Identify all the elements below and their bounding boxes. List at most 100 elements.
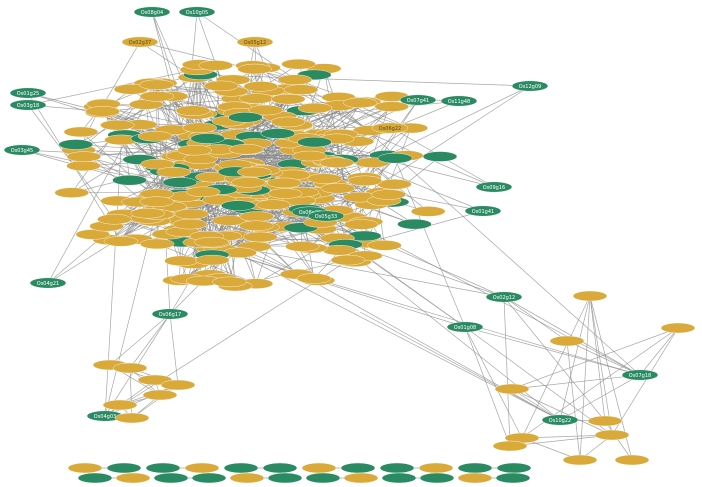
gold-node-shape: [137, 131, 173, 142]
node-label: Os10g05: [186, 10, 208, 16]
green-node-shape: [190, 133, 225, 144]
gold-node-shape: [100, 119, 135, 131]
network-node: [379, 462, 415, 474]
green-node-shape: [262, 462, 298, 474]
network-node: [142, 389, 178, 401]
network-node: [185, 186, 221, 198]
gold-node-shape: [343, 472, 379, 484]
network-edge: [104, 280, 319, 417]
network-node: [130, 208, 166, 219]
network-node: [102, 399, 138, 411]
network-node-n13: Os01g41: [464, 205, 502, 217]
gold-node-shape: [139, 91, 175, 102]
network-edge: [604, 420, 633, 461]
gold-node-shape: [239, 93, 274, 104]
gold-node-shape: [296, 273, 332, 284]
gold-node-shape: [283, 84, 319, 95]
network-node: [267, 177, 302, 189]
network-node: [237, 166, 272, 178]
network-edge: [47, 213, 159, 284]
network-edge: [169, 313, 179, 386]
network-node: [367, 240, 402, 251]
gold-node-shape: [63, 126, 99, 138]
network-node: [191, 472, 227, 484]
network-node-n1: Os08g04: [133, 6, 171, 18]
gold-node-shape: [228, 144, 264, 155]
gold-node-shape: [160, 379, 196, 391]
gold-node-shape: [410, 206, 446, 217]
gold-node-shape: [660, 322, 696, 334]
network-node: [229, 472, 265, 484]
network-node: [139, 196, 174, 207]
gold-node-shape: [248, 104, 283, 116]
green-node-shape: [228, 112, 263, 123]
network-edge: [566, 340, 641, 376]
network-node: [139, 79, 174, 90]
network-edge: [566, 340, 581, 461]
network-edge: [503, 296, 511, 447]
network-node: [54, 187, 89, 198]
network-edge: [611, 327, 679, 436]
node-label: Os07g41: [407, 98, 429, 104]
network-node-n19: Os02g12: [485, 291, 523, 303]
gold-node-shape: [243, 231, 278, 243]
network-node: [256, 199, 291, 210]
green-node-shape: [541, 414, 579, 426]
network-edge: [109, 313, 171, 366]
green-node-shape: [496, 462, 532, 474]
network-node: [66, 160, 101, 172]
network-node: [112, 362, 148, 374]
gold-node-shape: [182, 122, 217, 133]
network-node: [228, 112, 263, 123]
network-edge: [639, 327, 679, 376]
green-node-shape: [377, 153, 413, 164]
network-node: [492, 440, 528, 452]
green-node-shape: [305, 472, 341, 484]
network-edge: [521, 295, 591, 439]
gold-node-shape: [347, 175, 383, 187]
network-edge: [503, 296, 606, 422]
green-node-shape: [379, 462, 415, 474]
network-node: [572, 290, 608, 302]
network-node: [377, 179, 412, 190]
network-node: [194, 236, 229, 248]
gold-node-shape: [139, 196, 174, 207]
network-node: [221, 200, 256, 211]
network-node: [292, 150, 327, 162]
network-node-n12: Os09g16: [475, 181, 513, 193]
node-label: Os06g22: [379, 126, 401, 132]
gold-node-shape: [270, 116, 306, 128]
gold-node-shape: [231, 177, 266, 188]
network-node: [182, 122, 217, 133]
network-node: [67, 462, 103, 474]
gold-node-shape: [237, 166, 272, 178]
green-node-shape: [9, 99, 47, 111]
network-node: [228, 144, 264, 155]
green-node-shape: [475, 181, 513, 193]
network-edge: [371, 85, 531, 163]
network-node: [457, 462, 493, 474]
network-node: [184, 462, 220, 474]
green-node-shape: [260, 128, 296, 139]
network-node-n22: Os01g08: [446, 321, 484, 333]
green-node-shape: [145, 462, 181, 474]
gold-node-shape: [130, 208, 166, 219]
network-node: [140, 158, 175, 170]
network-edge: [200, 74, 531, 87]
green-node-shape: [399, 94, 437, 106]
gold-node-shape: [285, 241, 320, 252]
network-edge: [509, 327, 679, 447]
network-node: [164, 255, 199, 267]
gold-node-shape: [418, 462, 454, 474]
network-node-n10: Os06g22: [371, 122, 409, 134]
network-node: [457, 472, 493, 484]
network-node: [190, 133, 225, 144]
green-node-shape: [221, 200, 256, 211]
network-edge: [464, 326, 511, 447]
network-node: [203, 80, 239, 92]
gold-node-shape: [494, 383, 530, 395]
gold-node-shape: [237, 63, 272, 75]
network-edge: [151, 11, 196, 144]
